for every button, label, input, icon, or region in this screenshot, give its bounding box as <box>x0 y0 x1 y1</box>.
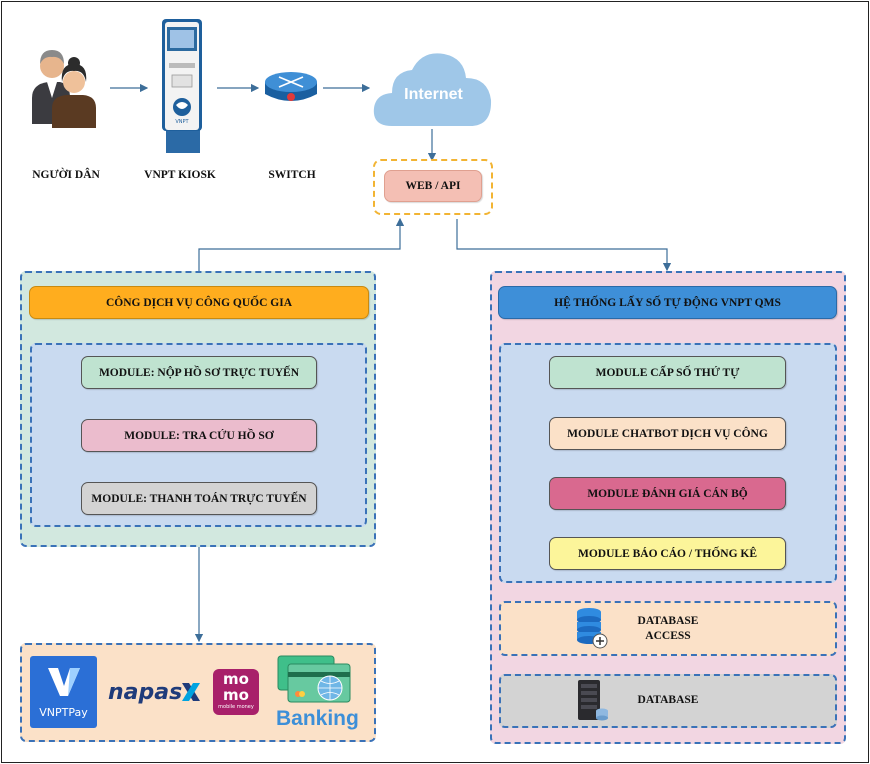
db-access-line2: ACCESS <box>645 630 691 642</box>
module-dossier-lookup: MODULE: TRA CỨU HỒ SƠ <box>81 419 317 452</box>
db-access-label: DATABASE ACCESS <box>618 614 718 644</box>
db-access-box <box>499 601 837 656</box>
napas-text: napas <box>108 680 183 705</box>
left-panel-title: CÔNG DỊCH VỤ CÔNG QUỐC GIA <box>29 286 369 319</box>
citizens-icon <box>32 50 96 128</box>
arrow-webapi-right <box>456 219 672 272</box>
internet-label: Internet <box>404 86 463 103</box>
module-submit-dossier: MODULE: NỘP HỒ SƠ TRỰC TUYẾN <box>81 356 317 389</box>
web-api-box: WEB / API <box>384 170 482 202</box>
module-queue-number: MODULE CẤP SỐ THỨ TỰ <box>549 356 786 389</box>
momo-logo: mo mo mobile money <box>213 669 259 715</box>
module-chatbot: MODULE CHATBOT DỊCH VỤ CÔNG <box>549 417 786 450</box>
server-icon <box>578 680 608 721</box>
database-box <box>499 674 837 728</box>
momo-top: mo <box>223 670 249 688</box>
switch-icon <box>265 72 317 101</box>
database-plus-icon <box>577 608 608 649</box>
svg-text:VNPT: VNPT <box>175 119 189 125</box>
vnptpay-text: VNPTPay <box>39 706 88 719</box>
module-staff-rating: MODULE ĐÁNH GIÁ CÁN BỘ <box>549 477 786 510</box>
banking-text: Banking <box>276 707 359 730</box>
momo-bottom: mo <box>223 686 249 704</box>
momo-small: mobile money <box>218 704 254 710</box>
db-access-line1: DATABASE <box>637 615 699 627</box>
kiosk-label: VNPT KIOSK <box>144 169 216 181</box>
cloud-icon <box>373 53 492 126</box>
right-panel-title: HỆ THỐNG LẤY SỐ TỰ ĐỘNG VNPT QMS <box>498 286 837 319</box>
module-report-stats: MODULE BÁO CÁO / THỐNG KÊ <box>549 537 786 570</box>
database-label: DATABASE <box>637 694 699 706</box>
banking-cards-icon <box>277 655 351 703</box>
vnptpay-logo: VNPTPay <box>30 656 97 728</box>
vnptpay-mark-icon <box>48 668 80 696</box>
module-online-payment: MODULE: THANH TOÁN TRỰC TUYẾN <box>81 482 317 515</box>
arrow-left-webapi <box>198 217 405 283</box>
web-api-container <box>373 159 493 215</box>
switch-label: SWITCH <box>268 169 316 181</box>
napas-x-icon <box>182 683 200 701</box>
citizen-label: NGƯỜI DÂN <box>32 169 100 181</box>
kiosk-icon: VNPT <box>162 19 202 153</box>
